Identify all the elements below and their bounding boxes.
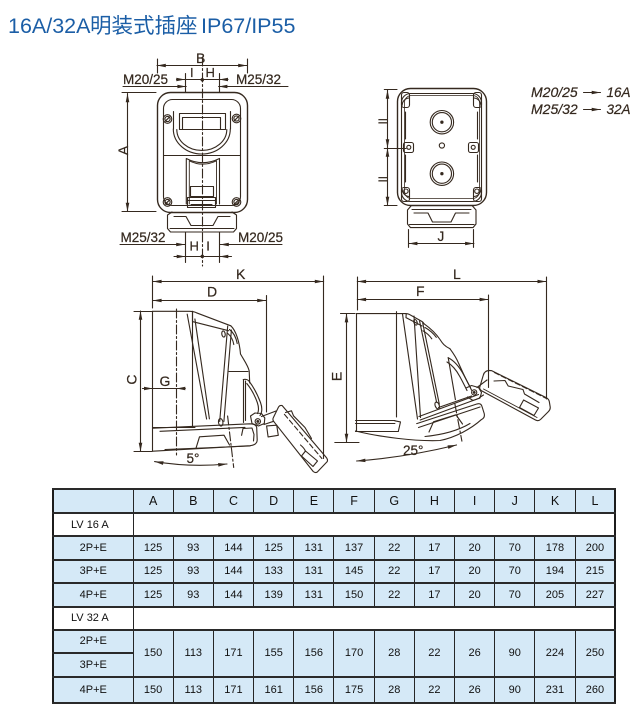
svg-text:E: E <box>329 372 345 381</box>
svg-text:M25/32: M25/32 <box>236 72 281 87</box>
svg-text:J: J <box>438 229 445 244</box>
svg-text:M20/25: M20/25 <box>531 84 578 100</box>
svg-text:IP67/IP55: IP67/IP55 <box>201 14 295 38</box>
svg-text:II: II <box>378 176 390 182</box>
svg-text:G: G <box>160 373 171 389</box>
svg-text:16A: 16A <box>607 85 631 100</box>
svg-text:H: H <box>206 65 215 80</box>
svg-text:L: L <box>453 266 461 282</box>
svg-text:A: A <box>115 145 131 155</box>
svg-text:25°: 25° <box>403 443 423 458</box>
svg-text:F: F <box>416 283 425 299</box>
svg-text:II: II <box>378 118 390 124</box>
svg-text:I: I <box>190 65 194 80</box>
svg-text:5°: 5° <box>187 451 200 466</box>
svg-text:M20/25: M20/25 <box>238 230 283 245</box>
svg-text:I: I <box>206 239 210 254</box>
svg-text:D: D <box>207 284 217 300</box>
svg-text:K: K <box>236 266 246 282</box>
svg-text:16A/32A: 16A/32A <box>8 14 91 38</box>
svg-text:32A: 32A <box>607 102 631 117</box>
svg-text:H: H <box>190 239 199 254</box>
svg-text:M20/25: M20/25 <box>123 72 168 87</box>
svg-text:M25/32: M25/32 <box>531 101 578 117</box>
svg-text:B: B <box>196 50 205 66</box>
svg-text:C: C <box>124 374 140 384</box>
svg-text:M25/32: M25/32 <box>121 230 166 245</box>
